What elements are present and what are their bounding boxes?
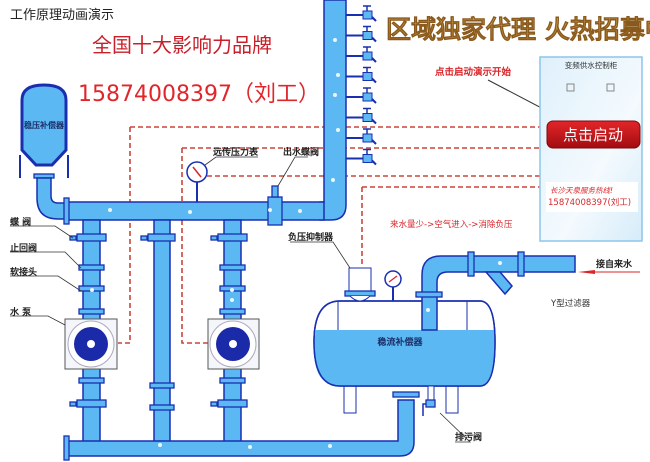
faucet-icon[interactable] [346, 46, 377, 63]
water-bubble [90, 288, 94, 292]
column-fittings [69, 233, 248, 411]
pump-label: 水 泵 [10, 306, 32, 318]
water-bubble [158, 443, 162, 447]
contact-phone: 15874008397（刘工） [78, 82, 320, 107]
inlet-bottom-pipe [67, 399, 415, 457]
drain-valve-label: 排污阀 [455, 431, 482, 443]
faucet-icon[interactable] [346, 148, 377, 166]
faucet-icon[interactable] [346, 66, 377, 84]
top-tank-label: 稳压补偿器 [24, 120, 65, 130]
water-bubble [230, 298, 234, 302]
water-bubble [336, 128, 340, 132]
water-bubble [230, 288, 234, 292]
brand-slogan: 全国十大影响力品牌 [92, 33, 272, 57]
hotline-text: 长沙天泉服务热线! [550, 186, 613, 195]
control-cabinet: 变频供水控制柜 点击启动 长沙天泉服务热线! 15874008397(刘工) [539, 56, 643, 242]
remote-gauge-label: 远传压力表 [213, 146, 259, 158]
faucet-icon[interactable] [346, 5, 377, 22]
water-bubble [498, 261, 502, 265]
start-hint: 点击启动演示开始 [435, 66, 512, 78]
water-bubble [248, 445, 252, 449]
flow-stabilizing-tank: 稳流补偿器 [313, 300, 496, 414]
start-button[interactable]: 点击启动 [546, 120, 641, 149]
flow-tank-label: 稳流补偿器 [377, 336, 423, 348]
water-bubble [426, 308, 430, 312]
water-bubble [188, 210, 192, 214]
indicator-light-1 [566, 83, 575, 92]
drain-valve-icon [422, 385, 436, 416]
pump2-icon [207, 318, 260, 370]
pump1-icon [64, 318, 118, 370]
outlet-valve-label: 出水蝶阀 [283, 146, 319, 158]
tank-elbow-pipe [36, 177, 69, 220]
hotline-phone: 15874008397(刘工) [548, 197, 631, 208]
water-bubble [328, 444, 332, 448]
faucet-icon[interactable] [346, 128, 377, 145]
agent-banner: 区域独家代理 火热招募中... [386, 15, 650, 44]
top-pressure-tank: 稳压补偿器 [19, 83, 69, 179]
page-title: 工作原理动画演示 [10, 7, 114, 23]
check-valve-label: 止回阀 [10, 242, 37, 254]
water-bubble [298, 209, 302, 213]
butterfly-valve-label: 蝶 阀 [10, 216, 31, 228]
water-bubble [108, 208, 112, 212]
inflow-arrow-icon [578, 270, 595, 274]
water-bubble [336, 73, 340, 77]
outlet-butterfly-valve-icon [267, 185, 283, 226]
water-bubble [331, 178, 335, 182]
y-filter-icon [484, 271, 513, 296]
remote-pressure-gauge-icon [186, 161, 208, 202]
faucet-icon[interactable] [346, 87, 377, 104]
indicator-light-2 [606, 83, 615, 92]
y-filter-label: Y型过滤器 [550, 298, 591, 309]
tap-water-label: 接自来水 [596, 258, 633, 270]
negative-pressure-suppressor-icon [344, 267, 376, 302]
outlet-main-pipe [65, 201, 325, 221]
soft-joint-label: 软接头 [10, 266, 37, 278]
city-water-inlet-pipe [421, 255, 576, 331]
water-bubble [268, 208, 272, 212]
water-bubble [333, 93, 337, 97]
riser-pipe [319, 0, 347, 221]
faucet-icon[interactable] [346, 25, 377, 43]
cabinet-title: 变频供水控制柜 [565, 60, 618, 70]
faucet-icon[interactable] [346, 107, 377, 125]
start-button-label[interactable]: 点击启动 [563, 126, 623, 144]
suppressor-label: 负压抑制器 [288, 231, 334, 243]
water-bubble [333, 38, 337, 42]
process-note: 来水量少->空气进入->消除负压 [390, 219, 513, 230]
tank-pressure-gauge-icon [384, 270, 402, 301]
